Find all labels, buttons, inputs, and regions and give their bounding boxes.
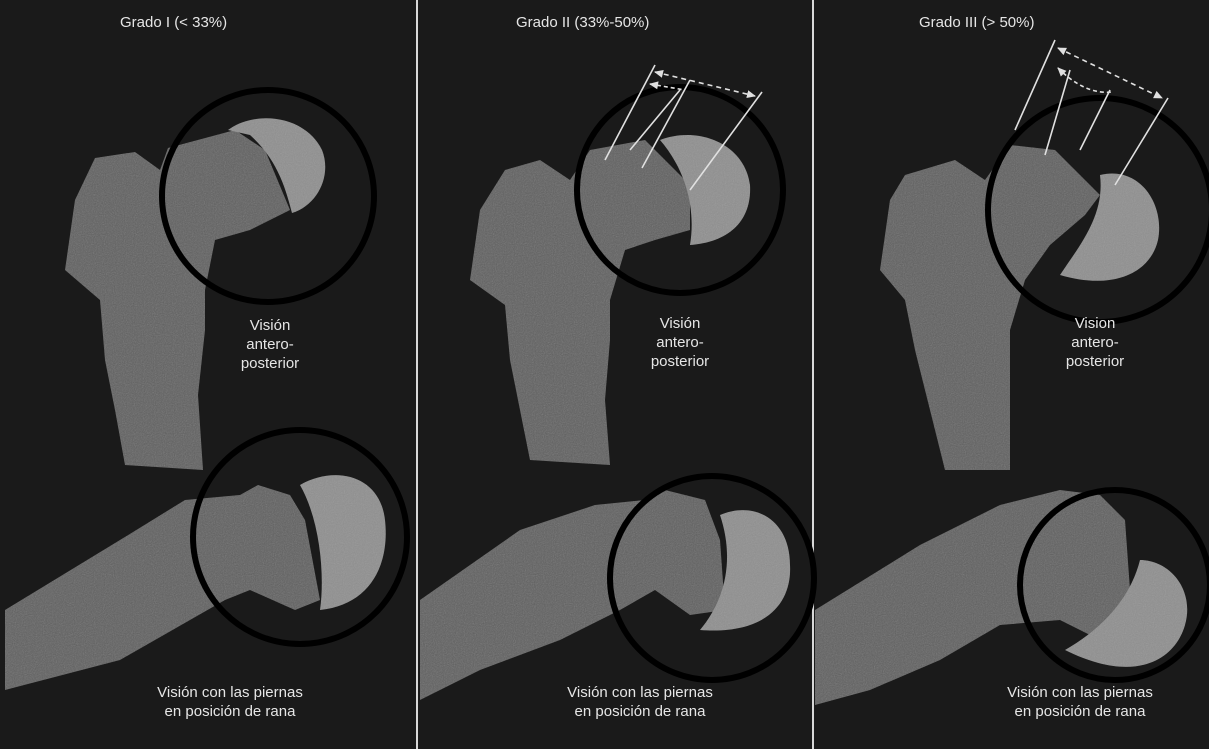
frog-view-label: Visión con las piernas en posición de ra…	[970, 683, 1190, 721]
femur-frog	[5, 485, 320, 690]
panel-grade-3	[815, 145, 1187, 705]
panel-grade-1	[5, 118, 386, 690]
femur-frog	[420, 490, 725, 700]
panel-title-grade-3: Grado III (> 50%)	[919, 13, 1034, 32]
panel-title-grade-2: Grado II (33%-50%)	[516, 13, 649, 32]
ap-view-label: Vision antero- posterior	[1040, 314, 1150, 371]
panel-grade-2	[420, 135, 790, 700]
frog-view-label: Visión con las piernas en posición de ra…	[120, 683, 340, 721]
ap-view-label: Visión antero- posterior	[625, 314, 735, 371]
ap-view-label: Visión antero- posterior	[215, 316, 325, 373]
panel-title-grade-1: Grado I (< 33%)	[120, 13, 227, 32]
frog-view-label: Visión con las piernas en posición de ra…	[530, 683, 750, 721]
